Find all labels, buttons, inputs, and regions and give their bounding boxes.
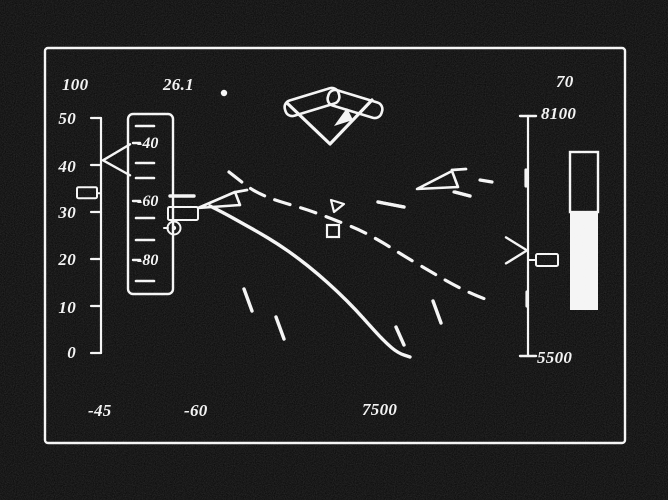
- right-scale-bottom-label: 5500: [537, 348, 572, 367]
- top-left-readout: 100: [62, 75, 89, 94]
- bottom-right-readout: 7500: [362, 400, 397, 419]
- tape-gauge-label-1: -60: [137, 193, 158, 210]
- left-scale-label-5: 0: [67, 343, 76, 362]
- top-right-readout: 70: [556, 72, 574, 91]
- left-scale-label-0: 50: [58, 109, 76, 128]
- left-scale-label-3: 20: [57, 250, 76, 269]
- top-center-readout: 26.1: [162, 75, 194, 94]
- right-scale-top-label: 8100: [541, 104, 576, 123]
- bottom-left-readout: -45: [88, 401, 112, 420]
- bottom-center-readout: -60: [184, 401, 208, 420]
- left-scale-label-2: 30: [57, 203, 76, 222]
- tape-gauge-label-0: -40: [137, 135, 158, 152]
- left-scale-label-1: 40: [57, 157, 76, 176]
- left-scale-label-4: 10: [58, 298, 76, 317]
- tape-gauge-label-2: -80: [137, 252, 158, 269]
